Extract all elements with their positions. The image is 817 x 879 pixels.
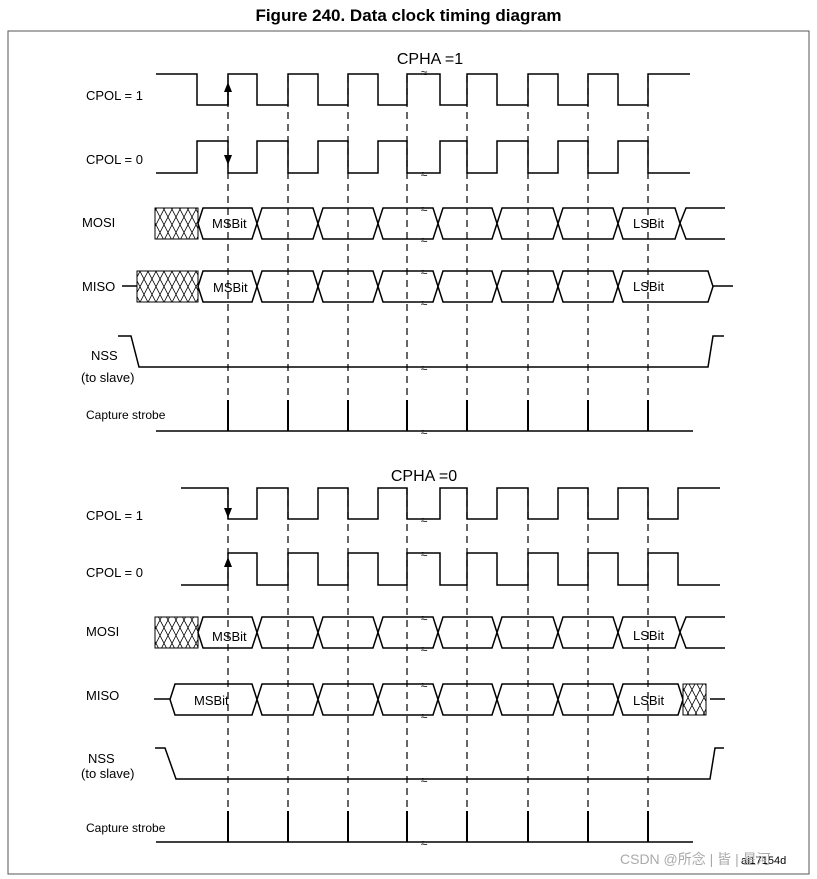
break-mark: ≈ bbox=[421, 709, 428, 723]
cpha1-capture-pulses bbox=[227, 400, 649, 431]
break-mark: ≈ bbox=[421, 773, 428, 787]
cpha0-cpol1-waveform bbox=[181, 487, 720, 520]
section-cpha0: CPHA =0 CPOL = 1 CPOL = 0 MOSI MSBit LSB… bbox=[81, 468, 725, 843]
cpha1-heading: CPHA =1 bbox=[397, 51, 463, 68]
cpha1-nss-sublabel: (to slave) bbox=[81, 370, 134, 385]
cpha1-edge-arrows bbox=[224, 82, 232, 165]
break-mark: ≈ bbox=[421, 66, 428, 80]
cpha1-mosi-msbit: MSBit bbox=[212, 216, 247, 231]
cpha1-cpol0-down-arrow bbox=[224, 155, 232, 165]
cpha0-cpol1-label: CPOL = 1 bbox=[86, 508, 143, 523]
break-mark: ≈ bbox=[421, 233, 428, 247]
cpha1-mosi-tail-top bbox=[679, 207, 725, 224]
break-mark: ≈ bbox=[421, 547, 428, 561]
cpha0-mosi-undefined-block bbox=[154, 616, 199, 649]
cpha0-nss-waveform bbox=[155, 747, 724, 780]
cpha1-nss-label: NSS bbox=[91, 348, 118, 363]
cpha0-nss-label: NSS bbox=[88, 751, 115, 766]
cpha0-miso-lsbit: LSBit bbox=[633, 693, 664, 708]
cpha0-mosi-cell bbox=[377, 616, 439, 649]
cpha0-cpol0-waveform bbox=[181, 552, 720, 586]
cpha1-miso-undefined-block bbox=[136, 270, 199, 303]
csdn-watermark: CSDN @所念 | 皆 | 星河 bbox=[620, 851, 771, 867]
cpha0-mosi-tail-top bbox=[679, 616, 725, 633]
cpha0-miso-label: MISO bbox=[86, 688, 119, 703]
break-mark: ≈ bbox=[421, 513, 428, 527]
break-mark: ≈ bbox=[421, 425, 428, 439]
cpha0-mosi-lsbit: LSBit bbox=[633, 628, 664, 643]
figure-frame bbox=[7, 30, 810, 875]
figure-title: Figure 240. Data clock timing diagram bbox=[255, 6, 562, 25]
cpha0-miso-cell bbox=[377, 683, 439, 716]
break-mark: ≈ bbox=[421, 361, 428, 375]
cpha1-miso-lsbit: LSBit bbox=[633, 279, 664, 294]
cpha0-cpol1-down-arrow bbox=[224, 508, 232, 518]
cpha0-nss-sublabel: (to slave) bbox=[81, 766, 134, 781]
cpha0-edge-arrows bbox=[224, 508, 232, 567]
figure-id: ai17154d bbox=[741, 855, 786, 867]
cpha0-sample-lines bbox=[227, 488, 649, 842]
section-cpha1: CPHA =1 CPOL = 1 CPOL = 0 MOSI MSBit LSB… bbox=[81, 51, 733, 432]
cpha1-miso-label: MISO bbox=[82, 279, 115, 294]
cpha0-miso-msbit: MSBit bbox=[194, 693, 229, 708]
cpha0-mosi-tail-bottom bbox=[679, 631, 725, 649]
cpha1-mosi-undefined-block bbox=[154, 207, 199, 240]
break-mark: ≈ bbox=[421, 296, 428, 310]
cpha1-sample-lines bbox=[227, 76, 649, 431]
cpha0-miso-undefined-block bbox=[682, 683, 707, 716]
cpha0-cpol0-label: CPOL = 0 bbox=[86, 565, 143, 580]
cpha1-mosi-lsbit: LSBit bbox=[633, 216, 664, 231]
break-mark: ≈ bbox=[421, 836, 428, 850]
cpha1-capture-label: Capture strobe bbox=[86, 408, 166, 422]
cpha1-miso-bus bbox=[197, 270, 714, 303]
cpha0-mosi-label: MOSI bbox=[86, 624, 119, 639]
cpha0-capture-label: Capture strobe bbox=[86, 821, 166, 835]
break-mark: ≈ bbox=[421, 202, 428, 216]
cpha1-cpol0-waveform bbox=[156, 140, 690, 174]
break-mark: ≈ bbox=[421, 642, 428, 656]
break-mark: ≈ bbox=[421, 678, 428, 692]
cpha1-miso-cell bbox=[377, 270, 439, 303]
cpha0-mosi-msbit: MSBit bbox=[212, 629, 247, 644]
cpha1-cpol1-label: CPOL = 1 bbox=[86, 88, 143, 103]
cpha1-cpol1-up-arrow bbox=[224, 82, 232, 92]
break-mark: ≈ bbox=[421, 265, 428, 279]
cpha0-heading: CPHA =0 bbox=[391, 468, 457, 485]
cpha0-cpol0-up-arrow bbox=[224, 557, 232, 567]
break-mark: ≈ bbox=[421, 611, 428, 625]
cpha0-capture-pulses bbox=[227, 811, 649, 842]
cpha0-miso-bus bbox=[169, 683, 684, 716]
cpha1-mosi-label: MOSI bbox=[82, 215, 115, 230]
cpha1-miso-msbit: MSBit bbox=[213, 280, 248, 295]
cpha1-cpol0-label: CPOL = 0 bbox=[86, 152, 143, 167]
cpha1-mosi-cell bbox=[377, 207, 439, 240]
cpha1-mosi-tail-bottom bbox=[679, 222, 725, 240]
cpha1-nss-waveform bbox=[118, 335, 724, 368]
time-break-marks: ≈ ≈ ≈ ≈ ≈ ≈ ≈ ≈ ≈ ≈ ≈ ≈ ≈ ≈ ≈ ≈ bbox=[421, 66, 428, 850]
break-mark: ≈ bbox=[421, 167, 428, 181]
